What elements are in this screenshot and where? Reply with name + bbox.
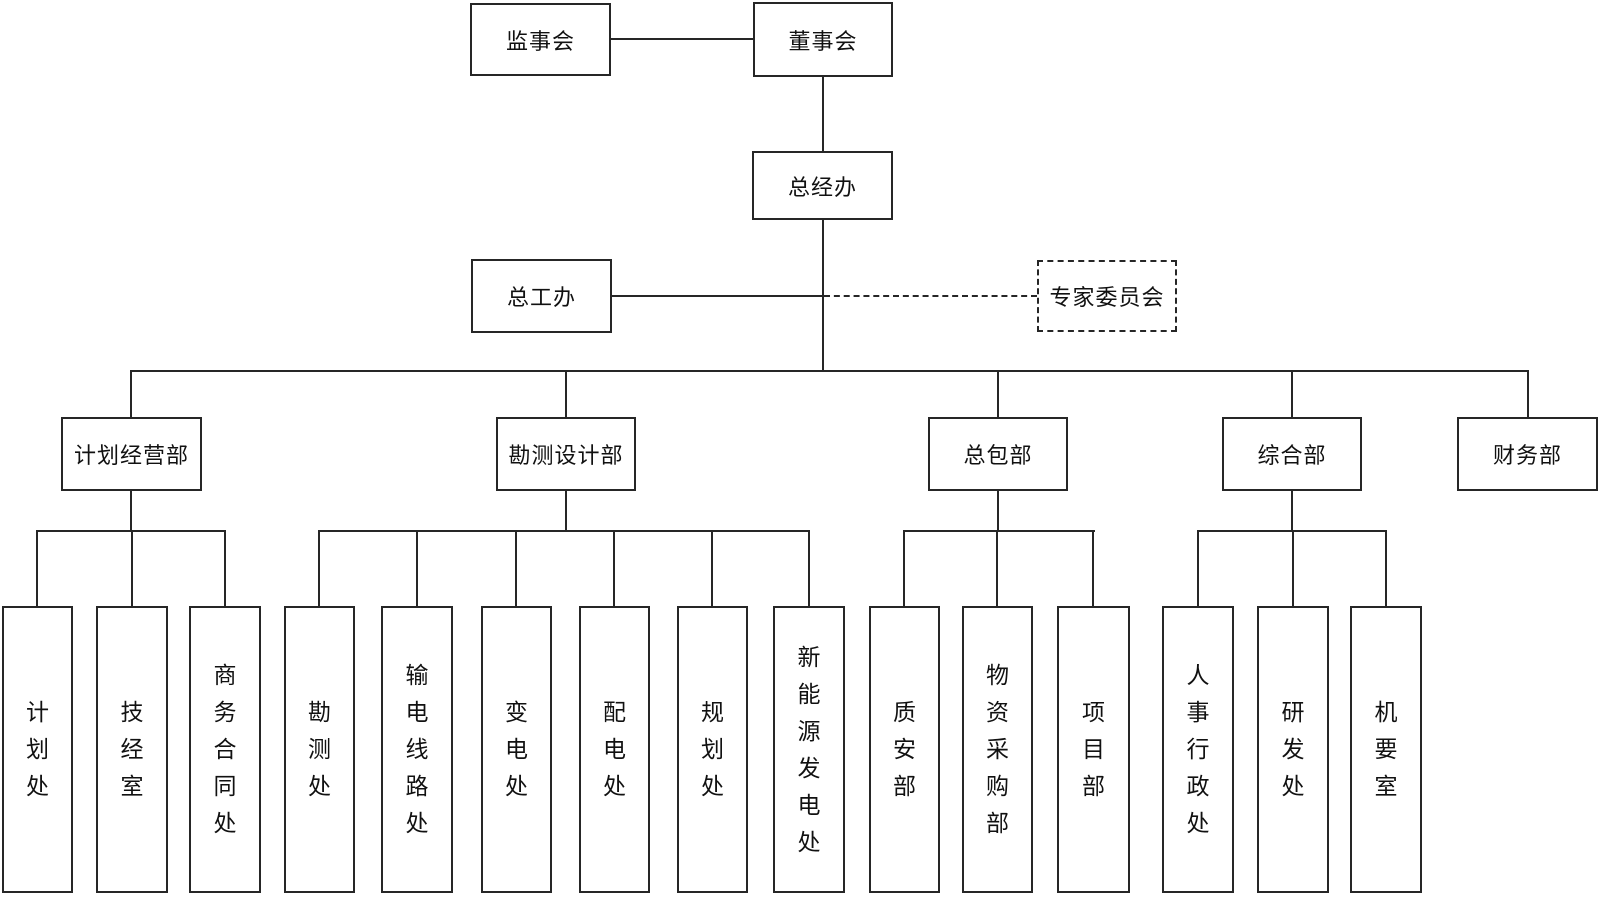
connector-drop-child xyxy=(808,530,810,606)
connector-drop-dept xyxy=(130,370,132,417)
connector-stub-dept xyxy=(130,491,132,532)
node-board-of-directors: 董事会 xyxy=(753,2,893,77)
connector-group-survey xyxy=(318,530,810,532)
connector-trunk-expert-dashed xyxy=(824,295,1037,297)
connector-drop-child xyxy=(416,530,418,606)
node-material-procurement-dept: 物 资 采 购 部 xyxy=(962,606,1033,893)
connector-drop-child xyxy=(903,530,905,606)
node-transmission-line-office: 输 电 线 路 处 xyxy=(381,606,453,893)
node-survey-office: 勘 测 处 xyxy=(284,606,355,893)
connector-drop-dept xyxy=(565,370,567,417)
connector-drop-child xyxy=(36,530,38,606)
connector-stub-dept xyxy=(1291,491,1293,532)
connector-drop-child xyxy=(131,530,133,606)
connector-drop-child xyxy=(318,530,320,606)
node-supervisory-board: 监事会 xyxy=(470,3,611,76)
node-planning-office: 规 划 处 xyxy=(677,606,748,893)
connector-chief-engineer-trunk xyxy=(612,295,823,297)
node-hr-admin-office: 人 事 行 政 处 xyxy=(1162,606,1234,893)
connector-drop-dept xyxy=(1527,370,1529,417)
connector-stub-dept xyxy=(997,491,999,532)
connector-stub-dept xyxy=(565,491,567,532)
connector-supervisory-board xyxy=(611,38,753,40)
node-substation-office: 变 电 处 xyxy=(481,606,552,893)
connector-gm-trunk xyxy=(822,220,824,372)
connector-drop-child xyxy=(1197,530,1199,606)
connector-group-contracting xyxy=(903,530,1095,532)
connector-drop-child xyxy=(711,530,713,606)
node-dept-general-contracting: 总包部 xyxy=(928,417,1068,491)
connector-distribution xyxy=(130,370,1529,372)
node-chief-engineer-office: 总工办 xyxy=(471,259,612,333)
node-expert-committee: 专家委员会 xyxy=(1037,260,1177,332)
connector-board-gm xyxy=(822,77,824,151)
node-tech-econ-office: 技 经 室 xyxy=(96,606,168,893)
node-quality-safety-dept: 质 安 部 xyxy=(869,606,940,893)
connector-drop-child xyxy=(1092,530,1094,606)
node-new-energy-generation-office: 新 能 源 发 电 处 xyxy=(773,606,845,893)
node-dept-general-affairs: 综合部 xyxy=(1222,417,1362,491)
connector-drop-child xyxy=(613,530,615,606)
node-commercial-contract-office: 商 务 合 同 处 xyxy=(189,606,261,893)
node-plan-office: 计 划 处 xyxy=(2,606,73,893)
connector-drop-child xyxy=(1385,530,1387,606)
connector-drop-child xyxy=(1292,530,1294,606)
node-dept-survey-design: 勘测设计部 xyxy=(496,417,636,491)
connector-drop-child xyxy=(515,530,517,606)
connector-drop-dept xyxy=(997,370,999,417)
connector-drop-dept xyxy=(1291,370,1293,417)
node-power-distribution-office: 配 电 处 xyxy=(579,606,650,893)
node-confidential-office: 机 要 室 xyxy=(1350,606,1422,893)
node-dept-planning-operations: 计划经营部 xyxy=(61,417,202,491)
node-rnd-office: 研 发 处 xyxy=(1257,606,1329,893)
connector-drop-child xyxy=(996,530,998,606)
node-dept-finance: 财务部 xyxy=(1457,417,1598,491)
node-project-dept: 项 目 部 xyxy=(1057,606,1130,893)
connector-drop-child xyxy=(224,530,226,606)
node-general-manager-office: 总经办 xyxy=(752,151,893,220)
